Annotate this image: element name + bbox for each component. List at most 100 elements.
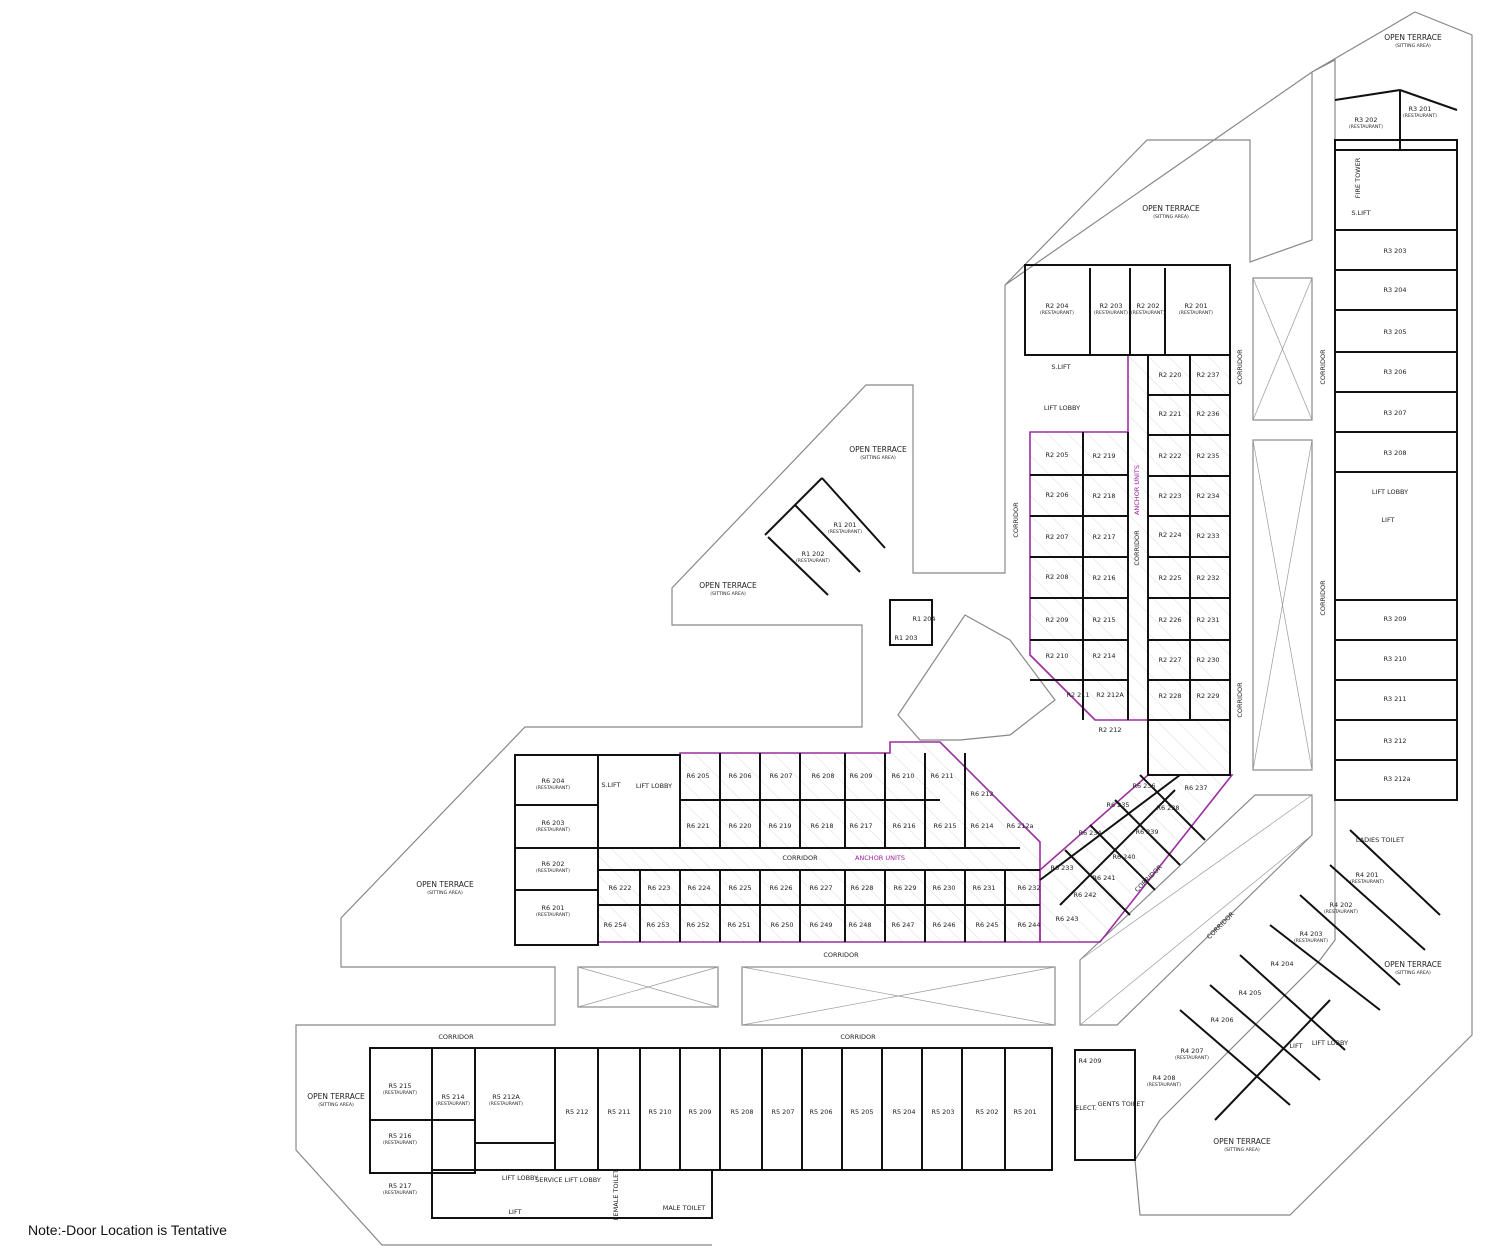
label-text: CORRIDOR [1236,349,1244,385]
label-text: R6 220 [728,822,751,830]
label-text: R2 221 [1158,410,1181,418]
label-text: R6 234 [1078,829,1101,837]
label-text: R4 208 [1152,1074,1175,1082]
r2-211-label: R2 211 [1066,691,1089,699]
label-text: R2 223 [1158,492,1181,500]
label-text: R6 242 [1073,891,1096,899]
label-text: R4 209 [1078,1057,1101,1065]
r5-201-label: R5 201 [1013,1108,1036,1116]
label-text: R6 219 [768,822,791,830]
r4-204-label: R4 204 [1270,960,1293,968]
r6-215-label: R6 215 [933,822,956,830]
r6-236-label: R6 236 [1132,782,1155,790]
r6-234-label: R6 234 [1078,829,1101,837]
label-text: (RESTAURANT) [1294,938,1328,944]
r6-230-label: R6 230 [932,884,955,892]
r5-west-block [369,1047,476,1174]
label-text: OPEN TERRACE [699,581,757,590]
label-text: R6 216 [892,822,915,830]
label-text: R2 210 [1045,652,1068,660]
r6-227-label: R6 227 [809,884,832,892]
lobby-r5-label: LIFT LOBBY [502,1174,538,1182]
label-text: R2 229 [1196,692,1219,700]
r6-224-label: R6 224 [687,884,710,892]
label-text: (RESTAURANT) [436,1101,470,1107]
wall [1039,774,1181,881]
label-text: R6 235 [1106,801,1129,809]
label-text: (RESTAURANT) [536,868,570,874]
r3-206-label: R3 206 [1383,368,1406,376]
label-text: R2 231 [1196,616,1219,624]
label-text: R5 215 [388,1082,411,1090]
c4-label: CORRIDOR [840,1033,876,1041]
wall [1089,824,1156,891]
label-text: (SITTING AREA) [860,455,896,461]
label-text: FIRE TOWER [1354,157,1362,198]
label-text: R6 253 [646,921,669,929]
label-text: (RESTAURANT) [383,1090,417,1096]
label-text: R5 205 [850,1108,873,1116]
label-text: R2 226 [1158,616,1181,624]
label-text: R3 210 [1383,655,1406,663]
r6-219-label: R6 219 [768,822,791,830]
r6-228-label: R6 228 [850,884,873,892]
r2-205-label: R2 205 [1045,451,1068,459]
label-text: (SITTING AREA) [427,890,463,896]
r5-212-label: R5 212 [565,1108,588,1116]
r5-217-label: R5 217(RESTAURANT) [383,1182,417,1196]
label-text: R2 224 [1158,531,1181,539]
void-3 [1252,277,1313,421]
a1-label: ANCHOR UNITS [855,854,905,862]
r6-254-label: R6 254 [603,921,626,929]
label-text: R6 252 [686,921,709,929]
label-text: R3 211 [1383,695,1406,703]
label-text: (RESTAURANT) [1040,310,1074,316]
r6-244-label: R6 244 [1017,921,1040,929]
wall [1114,799,1181,866]
label-text: R2 228 [1158,692,1181,700]
r2-223-label: R2 223 [1158,492,1181,500]
label-text: R2 206 [1045,491,1068,499]
label-text: R2 220 [1158,371,1181,379]
r6-235-label: R6 235 [1106,801,1129,809]
ladies-toilet-label: LADIES TOILET [1356,836,1404,844]
label-text: R6 228 [850,884,873,892]
label-text: R3 212a [1383,775,1410,783]
label-text: R2 209 [1045,616,1068,624]
r6-251-label: R6 251 [727,921,750,929]
r6-216-label: R6 216 [892,822,915,830]
r2-217-label: R2 217 [1092,533,1115,541]
wall [794,504,861,573]
label-text: GENTS TOILET [1098,1100,1145,1108]
label-text: R3 208 [1383,449,1406,457]
label-text: R3 205 [1383,328,1406,336]
c1-label: CORRIDOR [782,854,818,862]
c2-label: CORRIDOR [823,951,859,959]
r4-209-label: R4 209 [1078,1057,1101,1065]
label-text: R2 212 [1098,726,1121,734]
c5-label: CORRIDOR [1012,502,1020,538]
label-text: CORRIDOR [1012,502,1020,538]
label-text: R6 232 [1017,884,1040,892]
label-text: R2 222 [1158,452,1181,460]
label-text: R2 227 [1158,656,1181,664]
label-text: S.LIFT [1051,363,1070,371]
r6-253-label: R6 253 [646,921,669,929]
r6-208-label: R6 208 [811,772,834,780]
wall [821,477,886,549]
r6-241-label: R6 241 [1092,874,1115,882]
r3-212-label: R3 212 [1383,737,1406,745]
door-location-note: Note:-Door Location is Tentative [28,1222,227,1238]
label-text: R2 225 [1158,574,1181,582]
r4-205-label: R4 205 [1238,989,1261,997]
label-text: (RESTAURANT) [536,912,570,918]
walls [369,89,1458,1219]
label-text: R1 203 [894,634,917,642]
label-text: R2 235 [1196,452,1219,460]
r5-206-label: R5 206 [809,1108,832,1116]
label-text: S.LIFT [601,781,620,789]
r4-206-label: R4 206 [1210,1016,1233,1024]
label-text: R6 218 [810,822,833,830]
label-text: LIFT LOBBY [1312,1039,1348,1047]
c6-label: CORRIDOR [1133,530,1141,566]
